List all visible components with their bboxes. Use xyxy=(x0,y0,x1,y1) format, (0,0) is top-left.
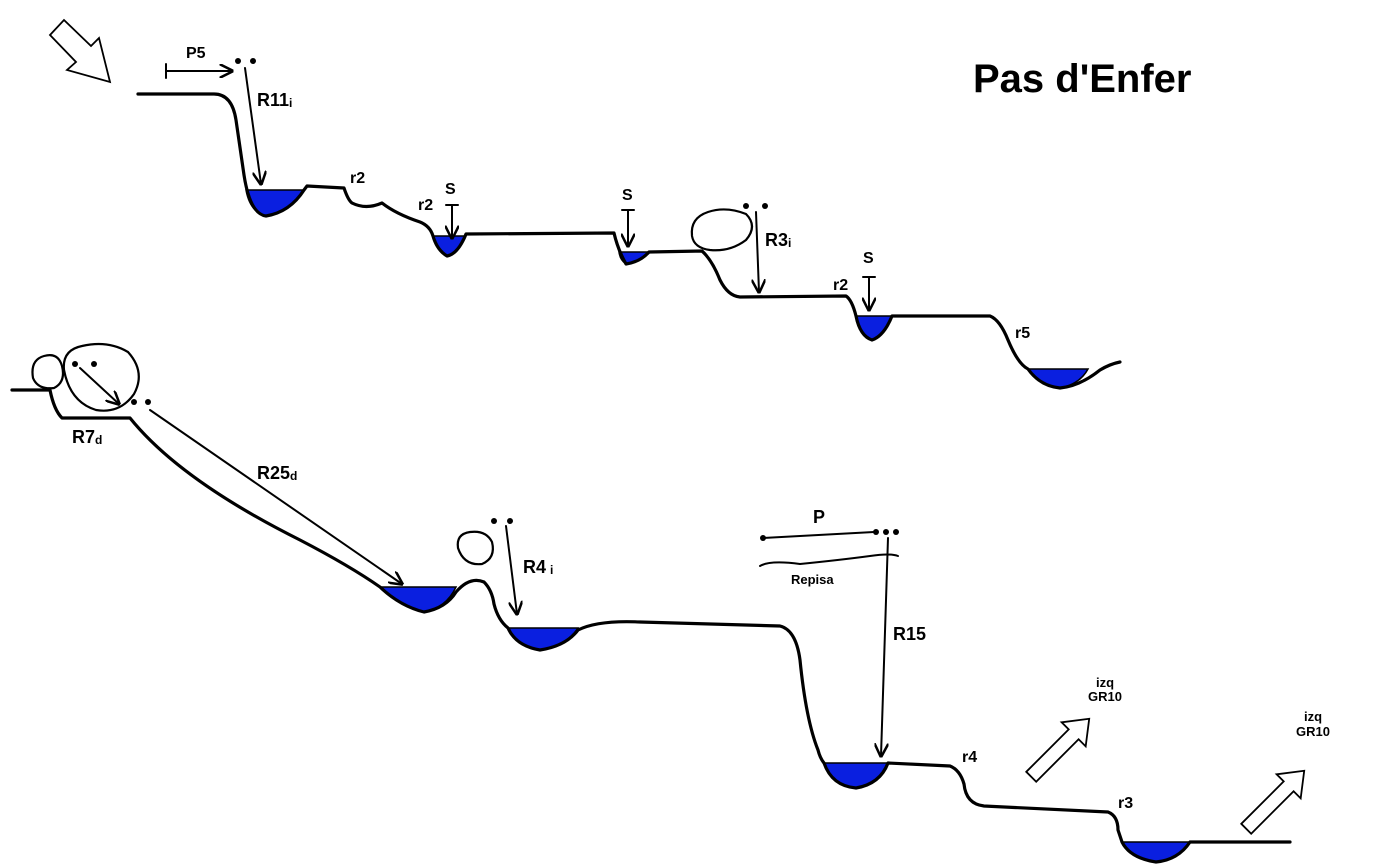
s-jump-label-c: S xyxy=(863,250,874,267)
exit-arrow-icon xyxy=(1025,717,1091,783)
anchor-dots-icon xyxy=(131,399,151,405)
exit-arrow-icon xyxy=(1240,769,1306,835)
r4-rappel-line xyxy=(505,525,517,614)
s-jump-label-b: S xyxy=(622,187,633,204)
diagram-title: Pas d'Enfer xyxy=(973,57,1191,101)
r7-rappel-line xyxy=(79,367,119,404)
repisa-label: Repisa xyxy=(791,572,834,587)
p-traverse-line xyxy=(762,531,875,539)
repisa-ledge-line xyxy=(759,553,899,567)
exit-a-line2: GR10 xyxy=(1088,689,1122,704)
r2-label-a: r2 xyxy=(350,170,365,187)
r3-small-label: r3 xyxy=(1118,795,1133,812)
rock-icon xyxy=(62,342,140,412)
r3-label: R3i xyxy=(765,230,791,250)
exit-b-line1: izq xyxy=(1304,709,1322,724)
p-label: P xyxy=(813,507,825,527)
rock-icon xyxy=(456,530,494,566)
r11-rappel-line xyxy=(244,67,261,184)
anchor-dots-icon xyxy=(491,518,513,524)
pool-6 xyxy=(378,586,458,613)
anchor-dots-icon xyxy=(235,58,256,64)
r3-rappel-line xyxy=(756,211,759,292)
anchor-dots-icon xyxy=(873,529,899,535)
exit-b-line2: GR10 xyxy=(1296,724,1330,739)
entry-arrow-icon xyxy=(48,18,112,84)
lower-canyon-profile xyxy=(10,388,1292,864)
anchor-dots-icon xyxy=(743,203,768,209)
r25-label: R25d xyxy=(257,463,297,483)
r15-rappel-line xyxy=(881,537,889,756)
p5-label: P5 xyxy=(186,45,206,62)
r4-small-label: r4 xyxy=(962,749,977,766)
rock-icon xyxy=(690,208,754,252)
r25-rappel-line xyxy=(149,409,402,584)
s-jump-label-a: S xyxy=(445,181,456,198)
r2-label-b: r2 xyxy=(418,197,433,214)
r15-label: R15 xyxy=(893,624,926,644)
r11-label: R11i xyxy=(257,90,292,110)
anchor-dots-icon xyxy=(72,361,97,367)
exit-a-line1: izq xyxy=(1096,675,1114,690)
rock-icon xyxy=(31,354,65,390)
r2-label-c: r2 xyxy=(833,277,848,294)
upper-canyon-profile xyxy=(136,92,1122,390)
r5-label: r5 xyxy=(1015,325,1030,342)
r7-label: R7d xyxy=(72,427,102,447)
